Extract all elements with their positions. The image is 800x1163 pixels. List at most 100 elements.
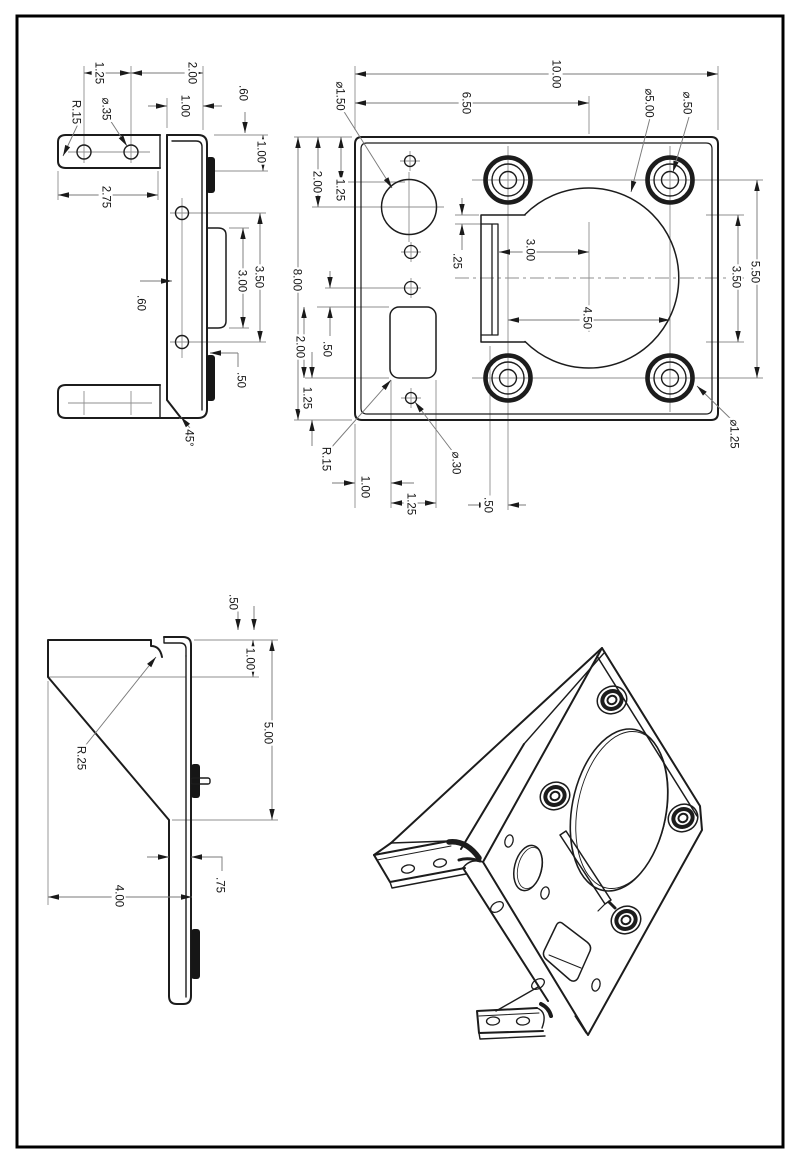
iso-large-cutout bbox=[569, 728, 669, 892]
dim-label-bg bbox=[253, 139, 268, 165]
dim-350-hole-spacing: 3.50 bbox=[253, 266, 265, 288]
tab-cutout bbox=[480, 214, 526, 343]
dim-275-flange-length: 2.75 bbox=[100, 186, 112, 208]
folded-tab bbox=[163, 636, 192, 657]
dia-125-grommet: ⌀1.25 bbox=[728, 419, 740, 448]
grommet bbox=[645, 155, 695, 205]
iso-grommet bbox=[596, 685, 628, 715]
part-outline bbox=[47, 636, 211, 1005]
dim-label-bg bbox=[480, 495, 495, 515]
dim-label-bg bbox=[448, 450, 463, 476]
dim-label-bg bbox=[260, 720, 275, 746]
dia-35-flange-holes: ⌀.35 bbox=[100, 98, 112, 121]
radius-r15-corner: R.15 bbox=[320, 447, 332, 471]
iso-small-hole bbox=[540, 886, 550, 900]
part-outline bbox=[57, 134, 227, 419]
lower-flange bbox=[476, 1007, 544, 1034]
dim-300-boss-height: 3.00 bbox=[236, 270, 248, 292]
flange-bend bbox=[446, 839, 482, 861]
isometric-view bbox=[373, 647, 703, 1040]
dim-400-gusset-depth: 4.00 bbox=[113, 885, 125, 907]
large-circular-cutout bbox=[524, 187, 680, 369]
side-view-lower-left: .50 1.00 5.00 R.25 4.00 .75 bbox=[47, 592, 278, 1005]
folded-tab-inner bbox=[163, 636, 187, 657]
radius-r25-bend: R.25 bbox=[75, 746, 87, 770]
dim-60-top: .60 bbox=[237, 85, 249, 101]
dim-label-bg bbox=[728, 264, 743, 290]
dim-1000-overall-width: 10.00 bbox=[550, 60, 562, 89]
plate-face bbox=[482, 647, 703, 1036]
grommet-edge-lower bbox=[206, 355, 215, 401]
dim-label-bg bbox=[233, 370, 248, 390]
iso-bent-tab-foot bbox=[597, 903, 606, 912]
dimension-labels: 10.00 6.50 ⌀1.50 ⌀5.00 ⌀.50 2.00 1.25 8.… bbox=[289, 58, 762, 517]
dim-label-bg bbox=[579, 305, 594, 331]
iso-slot bbox=[542, 921, 592, 982]
dim-label-bg bbox=[458, 90, 473, 116]
dim-200-flange-to-edge: 2.00 bbox=[186, 62, 198, 84]
iso-grommet bbox=[667, 803, 699, 833]
dim-125-flange-holes: 1.25 bbox=[93, 62, 105, 84]
dim-125-slot-width: 1.25 bbox=[405, 493, 417, 515]
dim-75-offset: .75 bbox=[214, 877, 226, 893]
dim-label-bg bbox=[184, 60, 199, 86]
extension-and-center-lines bbox=[47, 639, 278, 905]
plate-edge bbox=[168, 655, 192, 1005]
iso-slot-depth bbox=[548, 954, 582, 969]
bottom-flange bbox=[57, 384, 180, 419]
side-lip-bend-cap bbox=[462, 860, 484, 869]
lower-flange-thickness bbox=[478, 1032, 546, 1040]
dim-label-bg bbox=[212, 875, 227, 895]
hole-30 bbox=[403, 154, 417, 168]
dimension-lines bbox=[295, 71, 760, 508]
dim-label-bg bbox=[111, 883, 126, 909]
grommet-edge-upper bbox=[206, 157, 215, 193]
rectangular-slot bbox=[389, 306, 437, 379]
dim-label-bg bbox=[449, 251, 464, 271]
plate-inner-edge bbox=[360, 142, 713, 415]
dia-150-hole: ⌀1.50 bbox=[334, 81, 346, 110]
plate-left-edge bbox=[166, 134, 182, 419]
flange-hole bbox=[123, 144, 139, 160]
lower-flange-hole bbox=[485, 1016, 501, 1026]
dim-50-tab-length: .50 bbox=[227, 594, 239, 610]
dia-30-hole: ⌀.30 bbox=[450, 452, 462, 475]
iso-grommet bbox=[539, 781, 571, 811]
dim-50-tab-width: .50 bbox=[482, 497, 494, 513]
dim-label-bg bbox=[234, 268, 249, 294]
gusset-outline bbox=[47, 639, 170, 997]
dim-label-bg bbox=[309, 169, 324, 195]
angle-45-chamfer: 45° bbox=[183, 429, 195, 446]
dim-label-bg bbox=[319, 339, 334, 359]
dim-50-slot-to-hole: .50 bbox=[321, 341, 333, 357]
grommet bbox=[645, 353, 695, 403]
dim-label-bg bbox=[679, 90, 694, 116]
dim-100-top-width: 1.00 bbox=[179, 95, 191, 117]
gusset-thickness-edge bbox=[523, 652, 605, 745]
lower-flange-bend-cap bbox=[536, 1007, 545, 1029]
iso-small-hole bbox=[591, 978, 601, 992]
dim-60-hole-offset: .60 bbox=[135, 295, 147, 311]
dim-label-bg bbox=[181, 427, 196, 449]
extension-and-center-lines bbox=[57, 66, 268, 415]
top-flange bbox=[57, 134, 161, 169]
gusset-flange-back-edge bbox=[390, 840, 450, 844]
dim-500-tab-position: 5.00 bbox=[262, 722, 274, 744]
dim-label-bg bbox=[98, 96, 113, 122]
dim-label-bg bbox=[98, 184, 113, 210]
dim-label-bg bbox=[133, 293, 148, 313]
dim-label-bg bbox=[357, 474, 372, 500]
dim-label-bg bbox=[225, 592, 240, 612]
lip-hole bbox=[531, 977, 545, 991]
dimension-labels: 1.25 2.00 1.00 .60 1.00 R.15 ⌀.35 2.75 .… bbox=[68, 60, 268, 449]
dim-label-bg bbox=[91, 60, 106, 86]
dim-label-bg bbox=[403, 491, 418, 517]
dim-label-bg bbox=[299, 385, 314, 411]
flange-hole bbox=[76, 144, 92, 160]
dim-label-bg bbox=[747, 259, 762, 285]
hole-150 bbox=[380, 178, 438, 236]
dim-450-grommet-spacing-h: 4.50 bbox=[581, 307, 593, 329]
extension-and-center-lines bbox=[294, 66, 763, 510]
hole-30 bbox=[404, 391, 418, 405]
